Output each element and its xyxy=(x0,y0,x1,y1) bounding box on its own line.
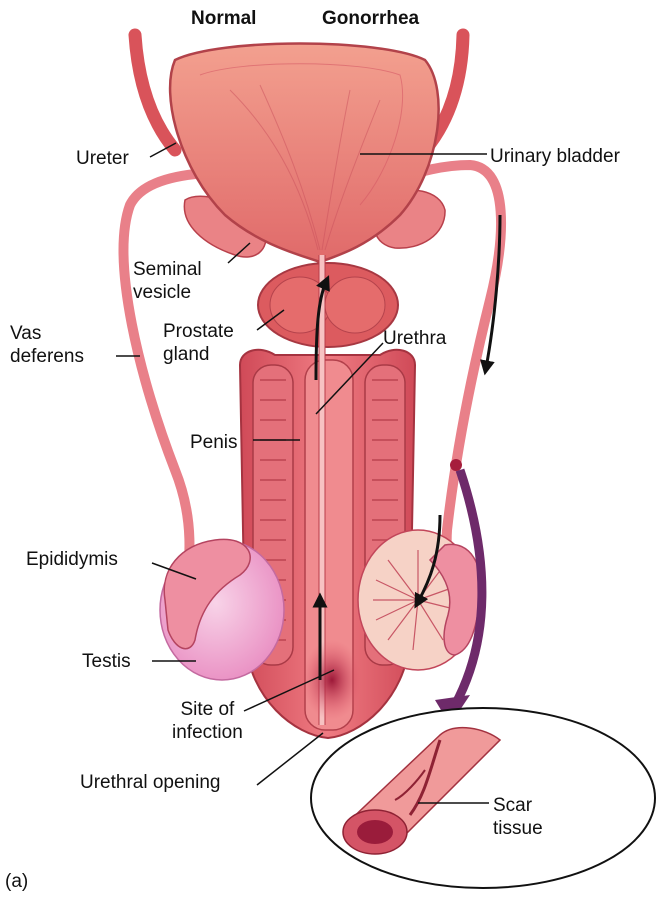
label-vas-deferens: Vas deferens xyxy=(10,322,84,368)
header-normal: Normal xyxy=(191,8,256,30)
label-penis: Penis xyxy=(190,431,238,454)
header-gonorrhea: Gonorrhea xyxy=(322,8,419,30)
label-site-of-infection: Site of infection xyxy=(172,698,243,744)
label-seminal-vesicle: Seminal vesicle xyxy=(133,258,202,304)
label-urethral-opening: Urethral opening xyxy=(80,771,220,794)
label-testis: Testis xyxy=(82,650,131,673)
label-scar-tissue: Scar tissue xyxy=(493,794,543,840)
label-prostate-gland: Prostate gland xyxy=(163,320,234,366)
label-ureter: Ureter xyxy=(76,147,129,170)
panel-letter: (a) xyxy=(5,870,28,893)
label-epididymis: Epididymis xyxy=(26,548,118,571)
label-urinary-bladder: Urinary bladder xyxy=(490,145,620,168)
label-urethra: Urethra xyxy=(383,327,446,350)
